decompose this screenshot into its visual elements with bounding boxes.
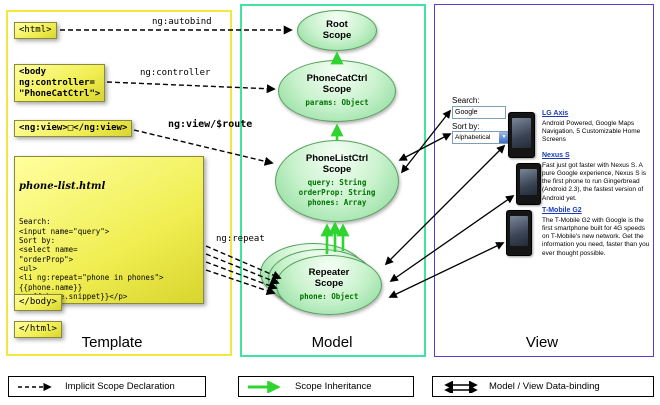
phone-screen [510, 216, 528, 246]
phone-name-link[interactable]: LG Axis [542, 110, 569, 117]
phone-image [508, 112, 535, 158]
root-scope-title: Root Scope [322, 18, 352, 41]
legend-implicit-scope: Implicit Scope Declaration [8, 376, 206, 397]
body-close-tag: </body> [14, 294, 62, 311]
body-open-tag: <body ng:controller= "PhoneCatCtrl"> [14, 64, 106, 103]
legend-inheritance-label: Scope Inheritance [295, 381, 372, 392]
html-close-tag: </html> [14, 321, 62, 338]
sort-select-value: Alphabetical [455, 134, 491, 141]
phonelistctrl-scope-title: PhoneListCtrl Scope [305, 153, 369, 176]
phone-description: The T-Mobile G2 with Google is the first… [542, 217, 650, 257]
repeater-scope-props: phone: Object [299, 292, 359, 302]
ng-controller-label: ng:controller [140, 68, 211, 78]
phone-list-template-note: phone-list.html Search: <input name="que… [14, 156, 204, 311]
phone-screen [512, 118, 531, 148]
ng-view-tag: <ng:view>□</ng:view> [14, 120, 133, 137]
green-arrow-icon [248, 380, 281, 393]
search-label: Search: [452, 96, 480, 105]
phonelistctrl-scope-node: PhoneListCtrl Scope query: String orderP… [275, 140, 399, 222]
root-scope-node: Root Scope [297, 10, 377, 51]
html-open-tag: <html> [14, 22, 57, 39]
phone-screen [520, 169, 537, 195]
phone-list-title: phone-list.html [19, 180, 106, 192]
phone-image [506, 210, 532, 256]
phone-description: Fast just got faster with Nexus S. A pur… [542, 162, 647, 202]
view-column-label: View [525, 334, 559, 351]
model-column-label: Model [311, 334, 353, 351]
repeater-scope-title: Repeater Scope [308, 267, 350, 290]
ng-repeat-label: ng:repeat [216, 234, 265, 244]
sort-by-label: Sort by: [452, 122, 480, 131]
ng-autobind-label: ng:autobind [152, 17, 212, 27]
phone-image [516, 163, 541, 205]
search-input[interactable]: Google [452, 106, 506, 119]
sort-select[interactable]: Alphabetical ▼ [452, 131, 510, 144]
phone-name-link[interactable]: T-Mobile G2 [542, 207, 582, 214]
template-column-label: Template [81, 334, 143, 351]
dashed-arrow-icon [18, 382, 52, 391]
phonecatctrl-scope-title: PhoneCatCtrl Scope [306, 73, 368, 96]
search-input-value: Google [455, 109, 478, 116]
phonelistctrl-scope-props: query: String orderProp: String phones: … [298, 178, 376, 207]
phone-name-link[interactable]: Nexus S [542, 152, 570, 159]
ng-view-route-label: ng:view/$route [168, 119, 253, 130]
repeater-scope-node: Repeater Scope phone: Object [276, 255, 382, 315]
phonecatctrl-scope-node: PhoneCatCtrl Scope params: Object [278, 60, 396, 122]
phonecatctrl-scope-props: params: Object [305, 98, 369, 108]
legend-databinding-label: Model / View Data-binding [489, 381, 600, 392]
legend-data-binding: Model / View Data-binding [432, 376, 654, 397]
legend-implicit-label: Implicit Scope Declaration [65, 381, 175, 392]
legend-scope-inheritance: Scope Inheritance [238, 376, 414, 397]
double-arrow-icon [444, 380, 478, 393]
phone-description: Android Powered, Google Maps Navigation,… [542, 120, 641, 144]
dropdown-arrow-icon: ▼ [499, 132, 509, 143]
